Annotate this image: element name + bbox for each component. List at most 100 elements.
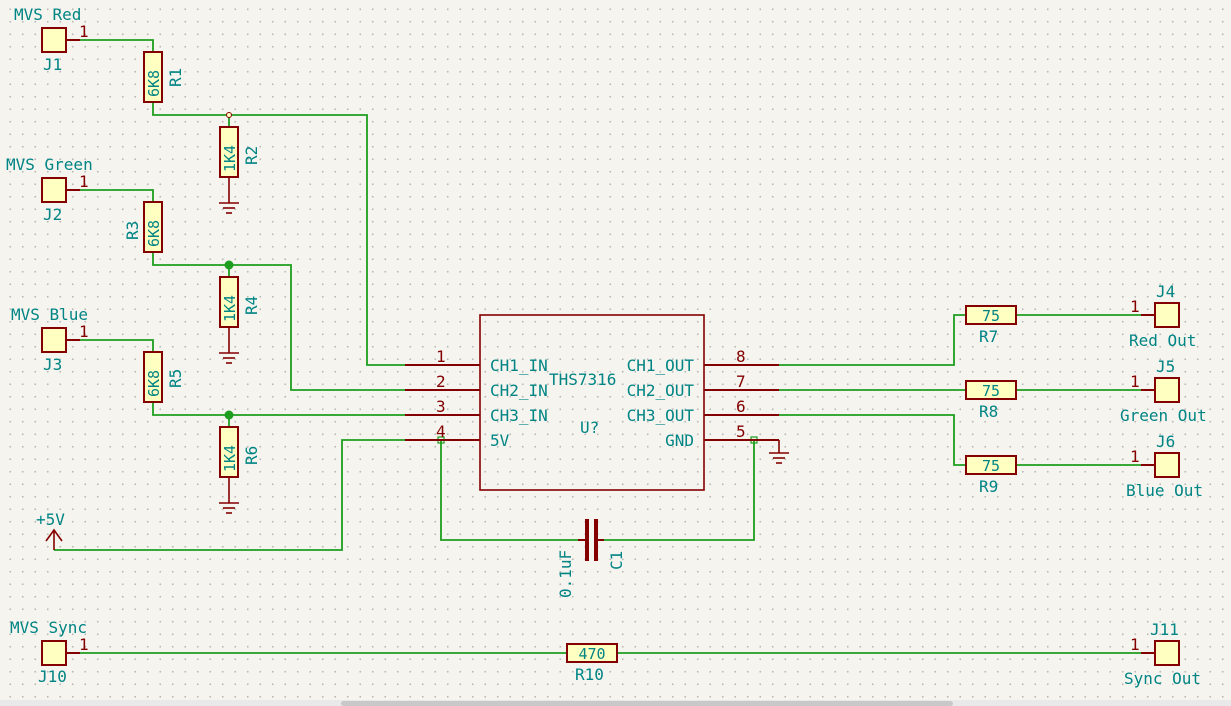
junction-dot [224,260,234,270]
connector-j2-value: MVS Green [6,155,93,174]
ground-icon [219,477,239,514]
ic-pin-number: 6 [736,397,746,416]
horizontal-scrollbar[interactable] [0,700,1231,706]
resistor-r2-ref: R2 [242,146,261,165]
resistor-r1-body[interactable] [143,51,163,103]
connector-j6-value: Blue Out [1126,481,1203,500]
connector-j5-body[interactable] [1154,377,1180,403]
ground-icon [219,327,239,364]
connector-j11[interactable]: J11 1 Sync Out [1124,620,1201,688]
resistor-r10-body[interactable] [566,643,618,663]
resistor-r7[interactable]: 75 R7 [965,305,1017,346]
ground-icon [754,439,789,464]
resistor-r6-ref: R6 [242,446,261,465]
ic-ths7316[interactable]: 1 2 3 4 8 7 6 5 CH1_IN CH2_IN CH3_IN 5V … [405,314,779,491]
ic-pin-number: 4 [436,422,446,441]
connector-j10-body[interactable] [41,640,67,666]
ic-pin-number: 3 [436,397,446,416]
resistor-r6[interactable]: 1K4 R6 [219,426,261,478]
connector-j3[interactable]: MVS Blue 1 J3 [11,305,89,374]
resistor-r3-ref: R3 [123,221,142,240]
connector-j11-pin: 1 [1130,635,1140,654]
resistor-r9-body[interactable] [965,455,1017,475]
ic-pin-number: 8 [736,347,746,366]
connector-j6-ref: J6 [1156,432,1175,451]
ic-pin-number: 7 [736,372,746,391]
resistor-r1-value: 6K8 [145,70,163,97]
resistor-r1[interactable]: 6K8 R1 [143,51,185,103]
scrollbar-thumb[interactable] [341,701,953,706]
resistor-r3[interactable]: 6K8 R3 [123,201,163,253]
resistor-r10-value: 470 [578,645,605,663]
connector-j4[interactable]: J4 1 Red Out [1129,282,1196,350]
ic-pin-name: CH2_OUT [627,381,695,400]
connector-j2-pin: 1 [79,172,89,191]
ic-pin-name: GND [665,431,694,450]
junction-dot [226,112,232,118]
ic-pin-name: CH3_IN [490,406,548,425]
resistor-r9-value: 75 [982,457,1000,475]
ic-pin-number: 2 [436,372,446,391]
power-5v-label: +5V [36,510,65,529]
resistor-r8-body[interactable] [965,380,1017,400]
ic-pin-number: 5 [736,422,746,441]
resistor-r5-body[interactable] [143,351,163,403]
resistor-r9-ref: R9 [979,477,998,496]
resistor-r1-ref: R1 [166,68,185,87]
connector-j10-value: MVS Sync [10,618,87,637]
resistor-r7-body[interactable] [965,305,1017,325]
ground-icon [219,177,239,214]
resistor-r4[interactable]: 1K4 R4 [219,276,261,328]
ic-pin-name: CH3_OUT [627,406,695,425]
connector-j10[interactable]: MVS Sync 1 J10 [10,618,89,686]
connector-j4-body[interactable] [1154,302,1180,328]
connector-j3-body[interactable] [41,327,67,353]
connector-j1-body[interactable] [41,27,67,53]
ic-ths7316-body[interactable] [479,314,705,491]
resistor-r10-ref: R10 [575,665,604,684]
connector-j6-pin: 1 [1130,447,1140,466]
resistor-r7-value: 75 [982,307,1000,325]
connector-j11-ref: J11 [1150,620,1179,639]
resistor-r6-value: 1K4 [221,445,239,472]
connector-j3-pin: 1 [79,322,89,341]
ic-pin-name: CH1_OUT [627,356,695,375]
capacitor-c1-ref: C1 [607,551,626,570]
resistor-r8[interactable]: 75 R8 [965,380,1017,421]
ic-pin-name: CH1_IN [490,356,548,375]
ic-pin-number: 1 [436,347,446,366]
connector-j6-body[interactable] [1154,452,1180,478]
resistor-r5[interactable]: 6K8 R5 [143,351,185,403]
connector-j11-body[interactable] [1154,640,1180,666]
resistor-r9[interactable]: 75 R9 [965,455,1017,496]
connector-j6[interactable]: J6 1 Blue Out [1126,432,1203,500]
connector-j2-body[interactable] [41,177,67,203]
connector-j1-pin: 1 [79,22,89,41]
resistor-r4-value: 1K4 [221,295,239,322]
ic-ref: U? [580,418,599,437]
power-5v[interactable]: +5V [36,510,65,550]
resistor-r4-ref: R4 [242,296,261,315]
connector-j2[interactable]: MVS Green 1 J2 [6,155,93,224]
resistor-r2[interactable]: 1K4 R2 [219,126,261,178]
resistor-r8-ref: R8 [979,402,998,421]
resistor-r5-ref: R5 [166,369,185,388]
resistor-r3-body[interactable] [143,201,163,253]
resistor-r3-value: 6K8 [145,220,163,247]
connector-j5[interactable]: J5 1 Green Out [1120,357,1207,425]
connector-j5-value: Green Out [1120,406,1207,425]
ic-pin-name: 5V [490,431,510,450]
capacitor-c1-value: 0.1uF [556,550,575,598]
connector-j5-ref: J5 [1156,357,1175,376]
resistor-r10[interactable]: 470 R10 [566,643,618,684]
connector-j11-value: Sync Out [1124,669,1201,688]
capacitor-c1[interactable]: 0.1uF C1 [556,519,626,598]
connector-j1-value: MVS Red [14,5,81,24]
connector-j1[interactable]: MVS Red 1 J1 [14,5,89,74]
connector-j3-value: MVS Blue [11,305,88,324]
connector-j10-ref: J10 [38,667,67,686]
connector-j4-value: Red Out [1129,331,1196,350]
resistor-r2-value: 1K4 [221,145,239,172]
ic-pin-name: CH2_IN [490,381,548,400]
